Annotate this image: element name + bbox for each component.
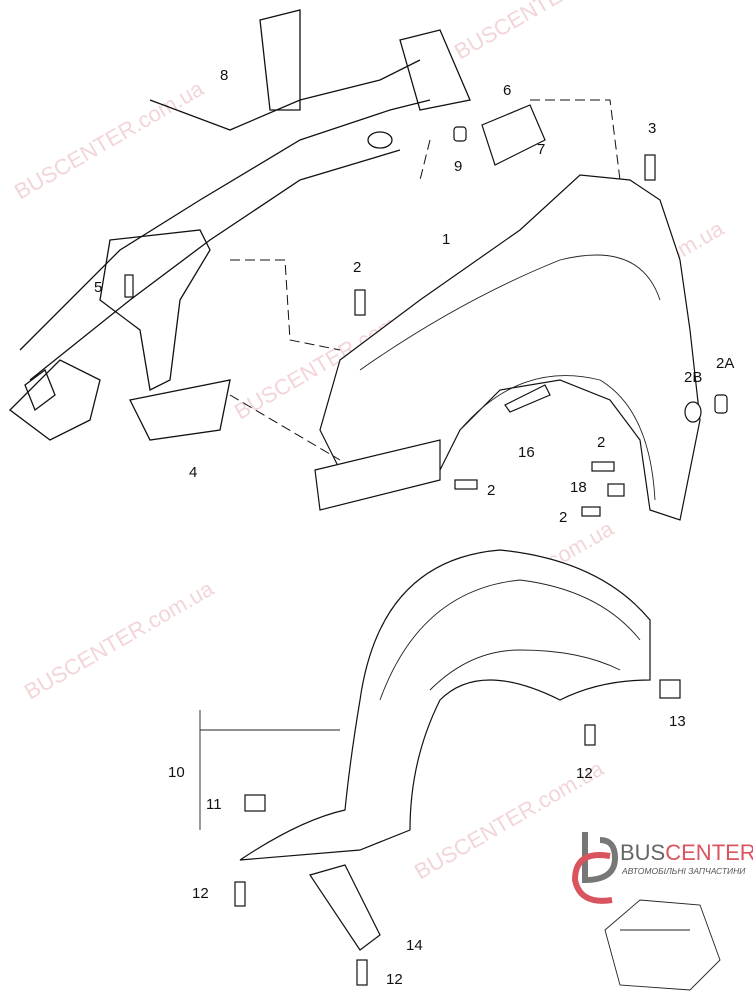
watermark-text: BUSCENTER.com.ua [10, 75, 208, 204]
callout-9: 9 [454, 158, 462, 175]
callout-2a: 2A [716, 355, 734, 372]
logo-tagline: АВТОМОБІЛЬНІ ЗАПЧАСТИНИ [621, 866, 746, 876]
callout-16: 16 [518, 444, 535, 461]
callout-2b: 2B [684, 369, 702, 386]
callout-12: 12 [192, 885, 209, 902]
callout-4: 4 [189, 464, 197, 481]
callout-5: 5 [94, 279, 102, 296]
callout-2: 2 [487, 482, 495, 499]
watermark-text: BUSCENTER.com.ua [20, 575, 218, 704]
watermark-text: BUSCENTER.com.ua [450, 0, 648, 64]
callout-11: 11 [206, 796, 222, 813]
callout-8: 8 [220, 67, 228, 84]
callout-12: 12 [386, 971, 403, 988]
fasteners [124, 99, 728, 986]
body-structure [9, 9, 471, 441]
callout-2: 2 [559, 509, 567, 526]
callout-13: 13 [669, 713, 686, 730]
callout-2: 2 [597, 434, 605, 451]
callout-14: 14 [406, 937, 423, 954]
callout-18: 18 [570, 479, 587, 496]
svg-text:BUSCENTER: BUSCENTER [620, 840, 753, 865]
callout-10: 10 [168, 764, 185, 781]
buscenter-logo: BUSCENTER АВТОМОБІЛЬНІ ЗАПЧАСТИНИ [571, 832, 753, 991]
callout-2: 2 [353, 259, 361, 276]
callout-7: 7 [537, 141, 545, 158]
callout-12: 12 [576, 765, 593, 782]
callout-3: 3 [648, 120, 656, 137]
callout-1: 1 [442, 231, 450, 248]
logo-bus: BUS [620, 840, 665, 865]
callout-labels: 8 6 3 9 7 1 2 5 2B 2A 16 4 2 2 18 2 10 1… [94, 67, 734, 988]
wheelhouse-liner [239, 549, 651, 951]
logo-center: CENTER [665, 840, 753, 865]
callout-6: 6 [503, 82, 511, 99]
fender [314, 174, 701, 521]
